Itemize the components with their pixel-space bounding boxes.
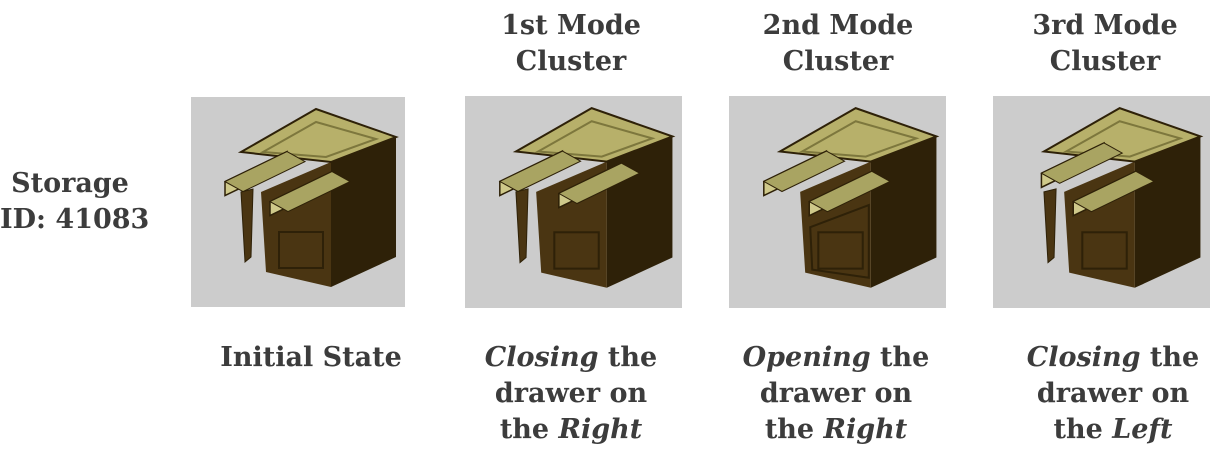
- caption-text: the: [499, 414, 559, 445]
- row-label: Storage ID: 41083: [0, 166, 150, 238]
- cabinet-render-mode2: [762, 107, 940, 288]
- caption-emphasis: Closing: [1026, 342, 1141, 373]
- cabinet-top: [237, 107, 399, 164]
- left-drawer-interior: [498, 150, 582, 193]
- caption-text: the: [1140, 342, 1200, 373]
- cabinet-top-inlay: [259, 120, 380, 159]
- caption-line3: the Left: [993, 412, 1229, 448]
- cabinet-door-panel: [553, 231, 600, 270]
- cabinet-door: [809, 203, 870, 279]
- caption-line2: drawer on: [1036, 378, 1190, 409]
- cabinet-door: [240, 188, 254, 264]
- caption-text: the: [1053, 414, 1113, 445]
- caption-emphasis: Closing: [484, 342, 599, 373]
- state-panel-mode3: [993, 96, 1210, 308]
- cabinet-side: [331, 137, 396, 287]
- cabinet-render-mode3: [1040, 107, 1204, 288]
- cabinet-door: [1043, 188, 1057, 264]
- cabinet-side: [1134, 136, 1201, 288]
- column-header-1: 1st Mode Cluster: [466, 8, 676, 80]
- state-panel-mode1: [465, 96, 682, 308]
- caption-text: the: [764, 414, 824, 445]
- caption-emphasis: Right: [823, 414, 908, 445]
- caption-mode3: Closing the drawer on the Left: [993, 340, 1229, 448]
- right-drawer-interior: [808, 170, 892, 213]
- caption-text: the: [870, 342, 930, 373]
- right-drawer-interior: [557, 162, 641, 205]
- caption-line3: the Right: [451, 412, 691, 448]
- caption-line1: Closing the: [451, 340, 691, 376]
- right-drawer-interior: [268, 171, 352, 213]
- cabinet-door: [515, 188, 529, 264]
- left-drawer-interior: [762, 150, 846, 193]
- right-drawer-interior: [1072, 170, 1156, 213]
- cabinet-top: [512, 107, 676, 163]
- column-header-2: 2nd Mode Cluster: [733, 8, 943, 80]
- cabinet-top-inlay: [798, 120, 920, 158]
- column-header-line2: Cluster: [782, 46, 894, 77]
- caption-line2: drawer on: [759, 378, 913, 409]
- caption-mode2: Opening the drawer on the Right: [716, 340, 956, 448]
- cabinet-door-panel: [817, 231, 864, 270]
- caption-line3: the Right: [716, 412, 956, 448]
- cabinet-door-panel: [1081, 231, 1128, 270]
- state-panel-mode2: [729, 96, 946, 308]
- caption-text: Initial State: [220, 342, 402, 373]
- caption-line1: Closing the: [993, 340, 1229, 376]
- column-header-line1: 2nd Mode: [762, 10, 914, 41]
- cabinet-door-panel: [278, 231, 324, 269]
- caption-line2: drawer on: [494, 378, 648, 409]
- left-drawer-interior: [1040, 142, 1124, 184]
- column-header-line1: 1st Mode: [501, 10, 641, 41]
- cabinet-render-initial: [223, 107, 399, 287]
- caption-text: the: [598, 342, 658, 373]
- left-drawer-interior: [223, 151, 307, 193]
- cabinet-side: [870, 136, 937, 288]
- row-label-line1: Storage: [11, 168, 129, 199]
- state-panel-initial: [191, 97, 405, 307]
- cabinet-render-mode1: [498, 107, 676, 288]
- column-header-line2: Cluster: [1049, 46, 1161, 77]
- caption-line1: Opening the: [716, 340, 956, 376]
- caption-mode1: Closing the drawer on the Right: [451, 340, 691, 448]
- caption-initial: Initial State: [191, 340, 431, 376]
- cabinet-top: [776, 107, 940, 163]
- caption-emphasis: Opening: [742, 342, 871, 373]
- column-header-line1: 3rd Mode: [1032, 10, 1178, 41]
- caption-emphasis: Left: [1112, 414, 1173, 445]
- cabinet-top-inlay: [534, 120, 656, 158]
- row-label-line2: ID: 41083: [0, 204, 150, 235]
- caption-emphasis: Right: [558, 414, 643, 445]
- column-header-line2: Cluster: [515, 46, 627, 77]
- cabinet-side: [606, 136, 673, 288]
- column-header-3: 3rd Mode Cluster: [1000, 8, 1210, 80]
- caption-line1: Initial State: [191, 340, 431, 376]
